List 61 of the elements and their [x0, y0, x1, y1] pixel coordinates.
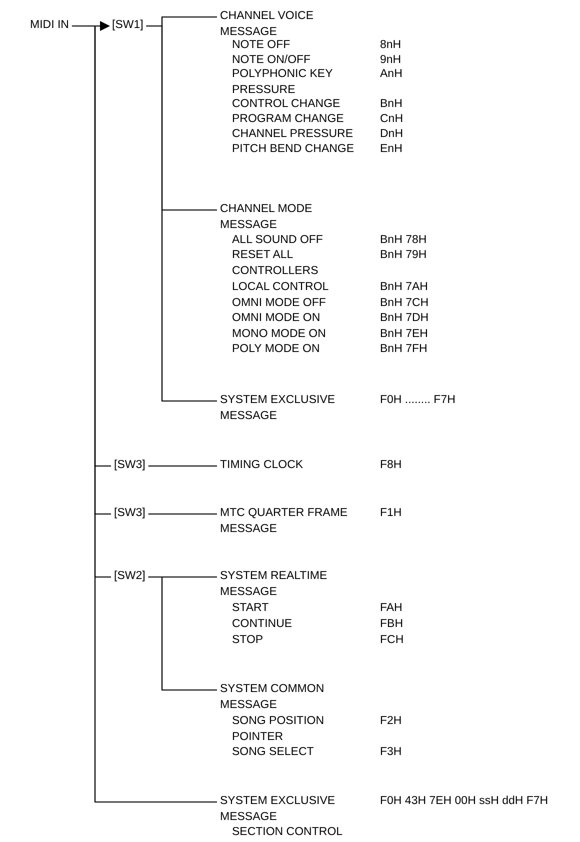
status-code: BnH 78H [380, 233, 427, 248]
status-code: F8H [380, 458, 402, 473]
status-code: BnH 7CH [380, 296, 429, 311]
message-item: SONG POSITION POINTER [232, 714, 326, 744]
status-code: EnH [380, 142, 402, 157]
status-code: F3H [380, 745, 402, 760]
connector-line [148, 513, 217, 515]
message-item: NOTE OFF [232, 38, 292, 53]
message-item: POLY MODE ON [232, 342, 321, 357]
status-code: FCH [380, 633, 404, 648]
message-item: CONTINUE [232, 617, 294, 632]
message-heading: CHANNEL MODE MESSAGE [220, 202, 348, 233]
status-code: F0H 43H 7EH 00H ssH ddH F7H [380, 794, 548, 809]
switch-label: [SW2] [114, 569, 146, 584]
input-label: MIDI IN [30, 18, 69, 34]
status-code: 8nH [380, 38, 402, 53]
message-item: SECTION CONTROL [232, 825, 344, 840]
message-item: CHANNEL PRESSURE [232, 127, 354, 142]
message-item: PROGRAM CHANGE [232, 112, 345, 127]
status-code: BnH 79H [380, 248, 427, 263]
status-code: BnH 7AH [380, 280, 428, 295]
status-code: F0H ........ F7H [380, 393, 456, 408]
message-heading: MTC QUARTER FRAME MESSAGE [220, 506, 348, 537]
message-heading: SYSTEM COMMON MESSAGE [220, 682, 348, 713]
message-item: RESET ALL CONTROLLERS [232, 248, 320, 278]
message-item: LOCAL CONTROL [232, 280, 330, 295]
message-heading: CHANNEL VOICE MESSAGE [220, 9, 348, 40]
message-item: NOTE ON/OFF [232, 53, 312, 68]
message-item: MONO MODE ON [232, 327, 327, 342]
message-heading: SYSTEM EXCLUSIVE MESSAGE [220, 794, 348, 825]
connector-line [72, 25, 217, 803]
message-item: STOP [232, 633, 264, 648]
message-item: CONTROL CHANGE [232, 97, 342, 112]
message-item: START [232, 601, 270, 616]
status-code: FBH [380, 617, 403, 632]
message-item: SONG SELECT [232, 745, 315, 760]
switch-label: [SW3] [114, 506, 146, 522]
message-heading: SYSTEM REALTIME MESSAGE [220, 569, 348, 600]
connector-line [148, 465, 217, 467]
status-code: CnH [380, 112, 404, 127]
status-code: BnH [380, 97, 402, 112]
connector-line [146, 25, 217, 402]
status-code: BnH 7FH [380, 342, 428, 357]
status-code: F2H [380, 714, 402, 729]
message-item: ALL SOUND OFF [232, 233, 324, 248]
message-item: PITCH BEND CHANGE [232, 142, 356, 157]
message-item: OMNI MODE ON [232, 311, 322, 326]
status-code: FAH [380, 601, 402, 616]
switch-label: [SW1] [112, 18, 144, 34]
status-code: BnH 7EH [380, 327, 428, 342]
switch-label: [SW3] [114, 458, 146, 474]
status-code: AnH [380, 67, 402, 82]
message-item: OMNI MODE OFF [232, 296, 327, 311]
message-heading: SYSTEM EXCLUSIVE MESSAGE [220, 393, 348, 424]
status-code: DnH [380, 127, 404, 142]
status-code: 9nH [380, 53, 402, 68]
status-code: F1H [380, 506, 402, 521]
message-item: POLYPHONIC KEY PRESSURE [232, 67, 334, 98]
message-heading: TIMING CLOCK [220, 458, 348, 474]
status-code: BnH 7DH [380, 311, 429, 326]
connector-line [148, 576, 217, 691]
